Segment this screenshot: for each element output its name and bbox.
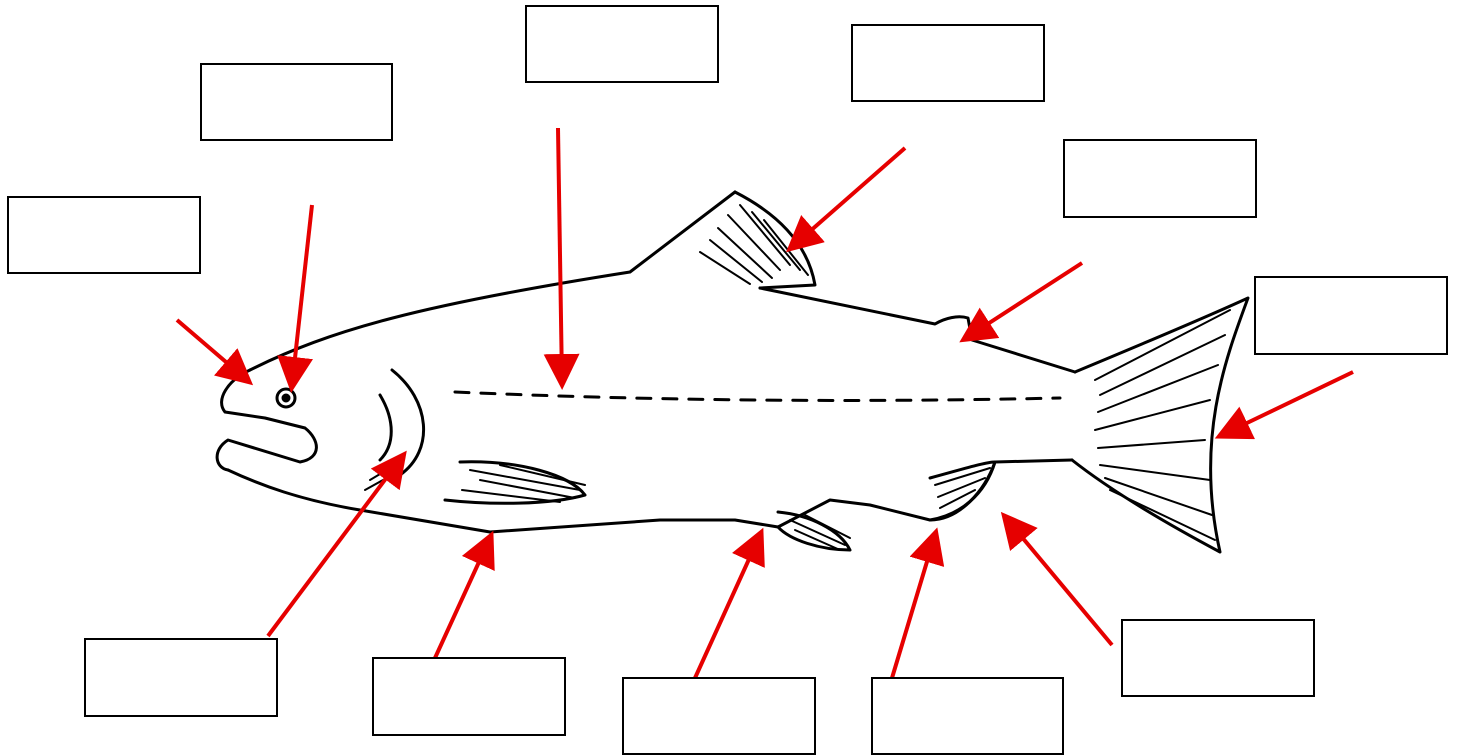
arrow-nostril [177, 320, 247, 380]
fin-rays [365, 205, 1230, 550]
arrow-adipose-fin [966, 263, 1082, 338]
gill-cover-inner [380, 395, 391, 460]
fish-head-outline [217, 370, 316, 470]
label-box-3[interactable] [200, 63, 393, 141]
fish-eye-pupil [283, 395, 289, 401]
arrow-eye [292, 205, 312, 385]
label-box-11[interactable] [871, 677, 1064, 755]
lateral-line [455, 392, 1060, 400]
label-box-7[interactable] [1121, 619, 1315, 697]
label-box-5[interactable] [7, 196, 201, 274]
label-box-8[interactable] [84, 638, 278, 717]
label-box-9[interactable] [372, 657, 566, 736]
arrow-belly [435, 538, 490, 658]
arrow-tail-fin [1222, 372, 1353, 435]
arrow-pelvic-fin [695, 535, 760, 678]
label-box-4[interactable] [1063, 139, 1257, 218]
label-box-6[interactable] [1254, 276, 1448, 355]
arrow-anal-fin [892, 535, 935, 678]
label-box-1[interactable] [525, 5, 719, 83]
label-box-10[interactable] [622, 677, 816, 755]
arrow-gill [268, 457, 402, 636]
fish-back-outline [250, 192, 735, 370]
anal-fin-outline [930, 462, 995, 520]
fish-back-rear [760, 288, 1075, 372]
arrow-lateral-line [558, 128, 562, 382]
gill-cover-outline [392, 370, 424, 475]
arrow-caudal-peduncle [1006, 518, 1112, 645]
arrow-dorsal-fin [792, 148, 905, 247]
label-box-2[interactable] [851, 24, 1045, 102]
